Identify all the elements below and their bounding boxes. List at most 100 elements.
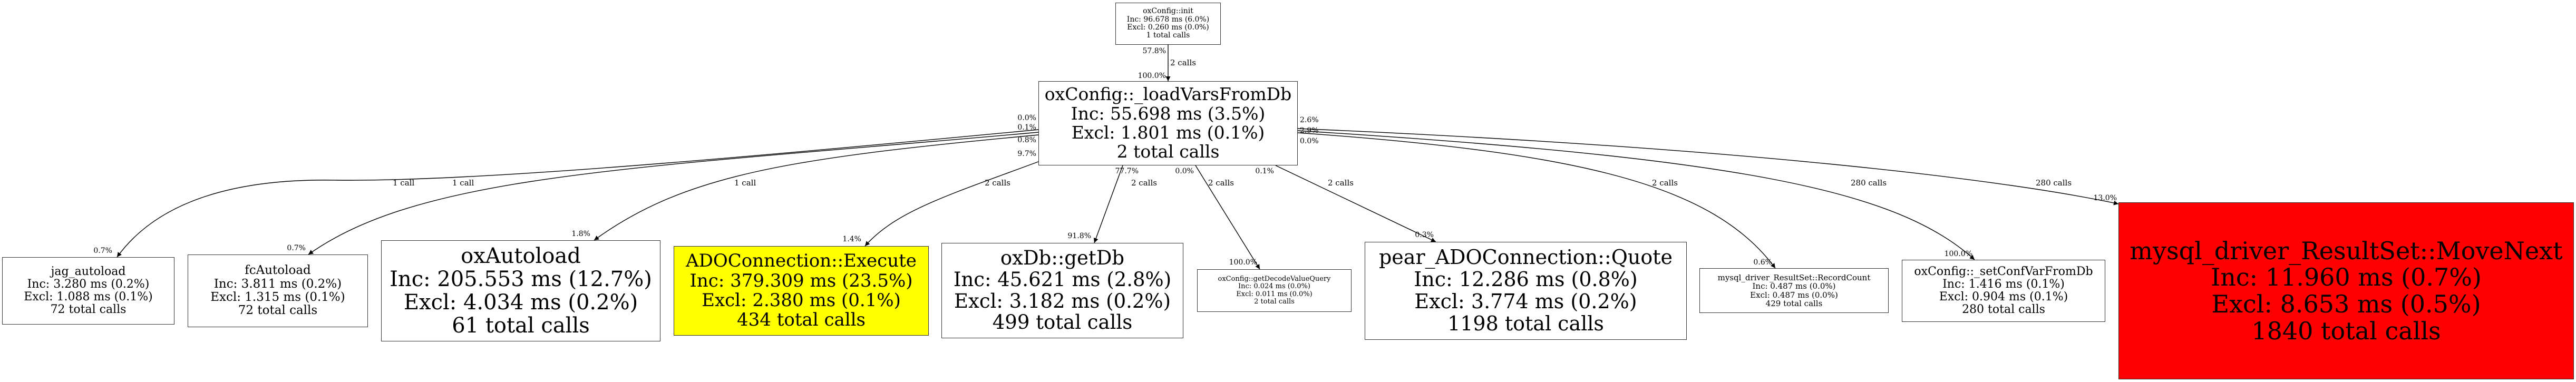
- node-jag-autoload[interactable]: jag_autoload Inc: 3.280 ms (0.2%) Excl: …: [2, 257, 174, 325]
- edge-main-setconf: 2.9% 280 calls 100.0%: [1297, 126, 1975, 260]
- edge-main-jag: 0.0% 1 call 0.7%: [93, 114, 1039, 258]
- edge-arrow: [594, 134, 1039, 241]
- edge-dst-pct: 1.8%: [571, 230, 590, 238]
- edge-src-pct: 2.9%: [1300, 126, 1319, 135]
- node-name: oxConfig::_setConfVarFromDb: [1914, 265, 2093, 278]
- edge-arrow: [1275, 165, 1436, 242]
- edge-arrow: [1297, 130, 1975, 260]
- node-name: oxConfig::_loadVarsFromDb: [1044, 84, 1292, 105]
- node-adoconnection-execute[interactable]: ADOConnection::Execute Inc: 379.309 ms (…: [674, 246, 929, 336]
- edge-main-movenext: 2.6% 280 calls 13.0%: [1297, 116, 2119, 205]
- node-calls: 434 total calls: [737, 309, 866, 331]
- edge-src-pct: 77.7%: [1115, 167, 1139, 175]
- node-calls: 1 total calls: [1146, 31, 1190, 40]
- edge-dst-pct: 0.6%: [1753, 258, 1772, 267]
- node-getdecodevaluequery[interactable]: oxConfig::getDecodeValueQuery Inc: 0.024…: [1197, 269, 1352, 312]
- node-inc: Inc: 3.280 ms (0.2%): [27, 277, 150, 291]
- node-excl: Excl: 0.260 ms (0.0%): [1127, 23, 1209, 32]
- edge-arrow: [1195, 165, 1260, 270]
- edge-call-label: 2 calls: [1328, 178, 1354, 188]
- node-excl: Excl: 3.182 ms (0.2%): [954, 289, 1171, 312]
- node-oxdb-getdb[interactable]: oxDb::getDb Inc: 45.621 ms (2.8%) Excl: …: [941, 243, 1183, 338]
- edge-main-oxautoload: 0.8% 1 call 1.8%: [571, 134, 1039, 241]
- node-calls: 1840 total calls: [2251, 316, 2441, 345]
- edge-src-pct: 0.8%: [1017, 136, 1036, 144]
- edge-src-pct: 0.1%: [1017, 123, 1036, 132]
- node-oxconfig-init[interactable]: oxConfig::init Inc: 96.678 ms (6.0%) Exc…: [1115, 3, 1221, 45]
- node-name: mysql_driver_ResultSet::MoveNext: [2130, 236, 2563, 265]
- node-oxautoload[interactable]: oxAutoload Inc: 205.553 ms (12.7%) Excl:…: [381, 240, 660, 341]
- node-calls: 61 total calls: [452, 314, 590, 338]
- node-excl: Excl: 1.315 ms (0.1%): [210, 290, 345, 304]
- node-name: fcAutoload: [245, 263, 311, 278]
- node-resultset-recordcount[interactable]: mysql_driver_ResultSet::RecordCount Inc:…: [1699, 268, 1889, 313]
- edge-arrow: [308, 132, 1039, 255]
- node-excl: Excl: 2.380 ms (0.1%): [702, 290, 901, 311]
- node-name: mysql_driver_ResultSet::RecordCount: [1717, 272, 1871, 282]
- node-inc: Inc: 96.678 ms (6.0%): [1126, 15, 1210, 24]
- node-resultset-movenext[interactable]: mysql_driver_ResultSet::MoveNext Inc: 11…: [2118, 202, 2574, 379]
- node-name: jag_autoload: [51, 265, 126, 278]
- edge-call-label: 2 calls: [1170, 58, 1196, 67]
- node-inc: Inc: 205.553 ms (12.7%): [390, 267, 652, 291]
- node-inc: Inc: 379.309 ms (23.5%): [689, 270, 913, 291]
- edge-call-label: 2 calls: [1652, 178, 1678, 188]
- edge-main-quote: 0.1% 2 calls 0.3%: [1255, 165, 1436, 242]
- edge-src-pct: 0.0%: [1017, 114, 1036, 122]
- node-excl: Excl: 0.011 ms (0.0%): [1236, 290, 1313, 298]
- node-name: oxConfig::init: [1143, 7, 1193, 16]
- node-inc: Inc: 0.024 ms (0.0%): [1238, 282, 1310, 291]
- edge-dst-pct: 91.8%: [1068, 232, 1091, 240]
- edge-call-label: 1 call: [734, 178, 756, 188]
- edge-call-label: 2 calls: [985, 178, 1010, 188]
- edge-call-label: 1 call: [393, 178, 414, 188]
- edge-arrow: [116, 129, 1039, 258]
- edge-src-pct: 57.8%: [1143, 47, 1166, 55]
- node-calls: 499 total calls: [992, 311, 1133, 334]
- edge-src-pct: 9.7%: [1017, 150, 1036, 158]
- node-setconfvarfromdb[interactable]: oxConfig::_setConfVarFromDb Inc: 1.416 m…: [1902, 260, 2105, 322]
- edge-main-execute: 9.7% 2 calls 1.4%: [842, 150, 1042, 247]
- node-calls: 280 total calls: [1962, 303, 2045, 317]
- edge-main-decode: 0.0% 2 calls 100.0%: [1175, 165, 1260, 270]
- node-name: oxConfig::getDecodeValueQuery: [1218, 275, 1331, 283]
- edge-main-fcautoload: 0.1% 1 call 0.7%: [287, 123, 1039, 255]
- node-calls: 72 total calls: [50, 303, 127, 317]
- edge-arrow: [1297, 132, 1776, 269]
- edge-src-pct: 0.0%: [1175, 167, 1194, 175]
- node-excl: Excl: 1.801 ms (0.1%): [1071, 122, 1265, 143]
- node-inc: Inc: 55.698 ms (3.5%): [1071, 103, 1266, 124]
- edge-dst-pct: 1.4%: [842, 235, 861, 243]
- edge-src-pct: 2.6%: [1300, 116, 1319, 124]
- node-calls: 1198 total calls: [1447, 311, 1604, 335]
- edge-dst-pct: 100.0%: [1138, 72, 1166, 80]
- node-calls: 2 total calls: [1116, 141, 1220, 162]
- edge-dst-pct: 100.0%: [1229, 258, 1257, 267]
- node-calls: 429 total calls: [1765, 299, 1823, 308]
- node-name: ADOConnection::Execute: [686, 250, 917, 272]
- edge-init-main: 57.8% 2 calls 100.0%: [1138, 45, 1196, 81]
- node-pear-adoconnection-quote[interactable]: pear_ADOConnection::Quote Inc: 12.286 ms…: [1365, 242, 1687, 340]
- edge-call-label: 1 call: [452, 178, 474, 188]
- node-calls: 72 total calls: [238, 303, 318, 318]
- node-loadvarsfromdb[interactable]: oxConfig::_loadVarsFromDb Inc: 55.698 ms…: [1038, 81, 1298, 165]
- node-inc: Inc: 1.416 ms (0.1%): [1942, 277, 2065, 291]
- node-inc: Inc: 11.960 ms (0.7%): [2211, 263, 2482, 292]
- node-inc: Inc: 45.621 ms (2.8%): [953, 268, 1172, 291]
- edge-src-pct: 0.1%: [1255, 167, 1274, 175]
- node-excl: Excl: 0.904 ms (0.1%): [1939, 290, 2068, 303]
- node-excl: Excl: 8.653 ms (0.5%): [2211, 290, 2481, 318]
- node-excl: Excl: 4.034 ms (0.2%): [403, 290, 638, 315]
- edge-dst-pct: 0.3%: [1415, 231, 1434, 239]
- node-excl: Excl: 3.774 ms (0.2%): [1414, 290, 1637, 313]
- edge-dst-pct: 0.7%: [93, 247, 112, 255]
- node-name: oxAutoload: [461, 244, 581, 268]
- node-inc: Inc: 3.811 ms (0.2%): [213, 277, 342, 291]
- edge-src-pct: 0.0%: [1300, 137, 1319, 145]
- node-inc: Inc: 12.286 ms (0.8%): [1414, 268, 1638, 291]
- node-inc: Inc: 0.487 ms (0.0%): [1752, 281, 1836, 291]
- edge-arrow: [864, 160, 1042, 247]
- edge-call-label: 280 calls: [2036, 178, 2072, 188]
- edge-call-label: 280 calls: [1851, 178, 1887, 188]
- node-fcautoload[interactable]: fcAutoload Inc: 3.811 ms (0.2%) Excl: 1.…: [188, 254, 368, 327]
